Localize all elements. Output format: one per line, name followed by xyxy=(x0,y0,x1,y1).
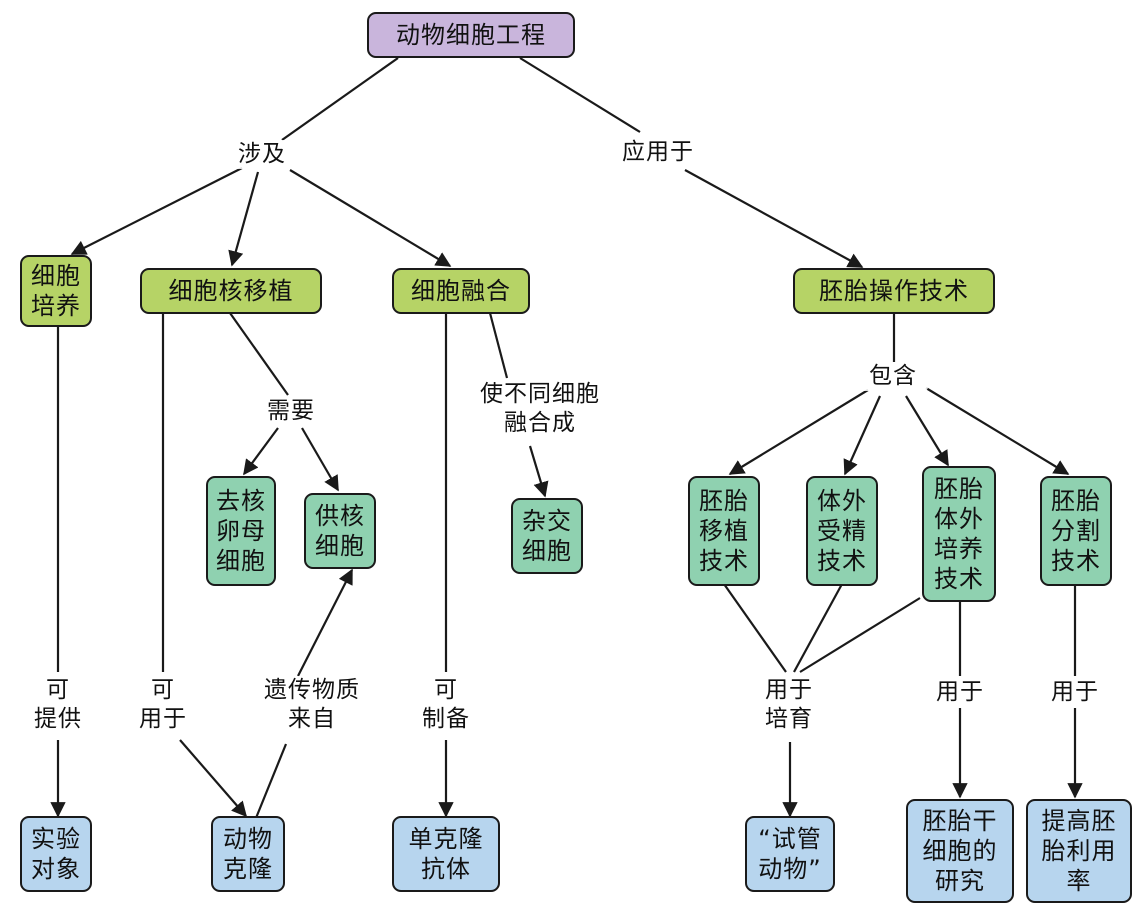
label-applied-to: 应用于 xyxy=(610,138,706,167)
edge-culture-breed xyxy=(799,597,921,673)
label-can-be-used-for: 可 用于 xyxy=(130,676,196,734)
edge-needs-oocyte xyxy=(243,427,279,476)
node-cell-fusion: 细胞融合 xyxy=(392,268,530,314)
node-embryo-efficiency: 提高胚 胎利用 率 xyxy=(1026,799,1132,903)
edge-usedfor-clone xyxy=(179,739,248,818)
edge-applied-embryo xyxy=(684,169,864,268)
node-ivf: 体外 受精 技术 xyxy=(806,476,878,586)
edge-root-involves xyxy=(281,57,399,141)
label-genetic-from: 遗传物质 来自 xyxy=(252,676,372,734)
edge-label-hybrid xyxy=(528,445,549,498)
edge-fusion-label xyxy=(488,312,509,379)
node-monoclonal-antibody: 单克隆 抗体 xyxy=(392,816,500,892)
label-used-for-stem: 用于 xyxy=(928,678,992,707)
edge-genetic-donor xyxy=(297,568,353,677)
node-embryo-tech: 胚胎操作技术 xyxy=(793,268,995,314)
node-hybrid-cell: 杂交 细胞 xyxy=(511,498,583,574)
label-contains: 包含 xyxy=(858,362,928,391)
edge-needs-donor xyxy=(301,427,339,492)
edge-involves-fusion xyxy=(289,169,452,267)
edge-clone-genetic xyxy=(254,743,288,819)
label-used-to-breed: 用于 培育 xyxy=(754,676,824,734)
node-embryo-split: 胚胎 分割 技术 xyxy=(1040,476,1112,586)
edge-transfer-needs xyxy=(229,312,289,396)
label-can-provide: 可 提供 xyxy=(26,676,90,734)
edge-contains-transfer xyxy=(728,389,869,475)
edge-involves-transfer xyxy=(228,171,260,267)
label-involves: 涉及 xyxy=(230,140,294,169)
label-can-prepare: 可 制备 xyxy=(413,676,479,734)
label-needs: 需要 xyxy=(258,397,324,426)
node-enucleated-oocyte: 去核 卵母 细胞 xyxy=(206,476,276,586)
edge-contains-culture xyxy=(905,395,949,467)
node-donor-cell: 供核 细胞 xyxy=(304,493,376,569)
node-stem-cell-research: 胚胎干 细胞的 研究 xyxy=(906,799,1014,903)
node-embryo-transfer: 胚胎 移植 技术 xyxy=(688,476,760,586)
edge-transfer-breed xyxy=(723,583,787,673)
edge-root-applied xyxy=(519,57,641,133)
node-animal-clone: 动物 克隆 xyxy=(211,816,285,892)
edge-involves-culture xyxy=(70,167,243,255)
node-embryo-culture: 胚胎 体外 培养 技术 xyxy=(922,466,996,602)
edge-ivf-breed xyxy=(793,583,843,673)
root-node: 动物细胞工程 xyxy=(367,12,575,58)
edge-contains-split xyxy=(925,387,1070,475)
node-nuclear-transfer: 细胞核移植 xyxy=(140,268,322,314)
node-cell-culture: 细胞 培养 xyxy=(20,255,92,327)
label-fuse-into: 使不同细胞 融合成 xyxy=(470,380,610,438)
edge-contains-ivf xyxy=(843,395,882,476)
node-test-tube-animal: “试管 动物” xyxy=(745,816,835,892)
node-experiment-object: 实验 对象 xyxy=(20,816,92,892)
label-used-for-efficiency: 用于 xyxy=(1043,678,1107,707)
